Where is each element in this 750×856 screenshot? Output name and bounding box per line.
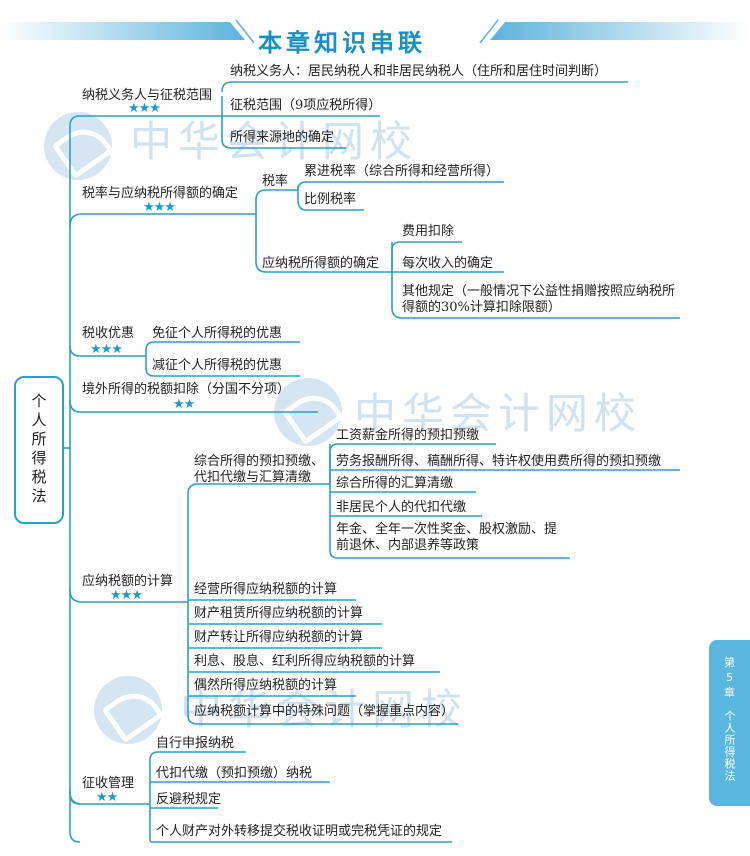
leaf-node: 比例税率 [304,192,357,207]
chapter-prefix: 第 [724,656,735,669]
banner-decoration [0,19,750,44]
branch-label: 境外所得的税额扣除（分国不分项） [82,382,291,397]
leaf-node: 年金、全年一次性奖金、股权激励、提前退休、内部退养等政策 [336,522,558,553]
page-title: 本章知识串联 [258,29,426,57]
leaf-node: 财产转让所得应纳税额的计算 [194,630,364,645]
leaf-node: 偶然所得应纳税额的计算 [194,678,338,693]
importance-stars: ★★★ [143,200,176,215]
sub-branch-label: 应纳税所得额的确定 [262,256,380,271]
leaf-node: 经营所得应纳税额的计算 [194,582,338,597]
watermark-logo-icon [94,676,162,744]
chapter-number: 5 [726,671,733,684]
leaf-node: 征税范围（9项应税所得） [230,98,382,113]
watermark-logo-icon [44,112,112,180]
leaf-node: 所得来源地的确定 [230,130,335,145]
leaf-node: 纳税义务人：居民纳税人和非居民纳税人（住所和居住时间判断） [230,64,608,79]
importance-stars: ★★★ [110,588,143,603]
branch-label: 税收优惠 [82,326,135,341]
root-node: 个人所得税法 [14,376,64,524]
leaf-node: 工资薪金所得的预扣预缴 [336,428,480,443]
branch-label: 税率与应纳税所得额的确定 [82,186,239,201]
leaf-node: 其他规定（一般情况下公益性捐赠按照应纳税所得额的30%计算扣除限额） [402,284,676,315]
leaf-node: 综合所得的汇算清缴 [336,476,454,491]
chapter-side-tab: 第 5 章 个人所得税法 [709,640,750,806]
watermark-text: 中华会计网校 [354,389,643,438]
branch-label: 纳税义务人与征税范围 [82,88,213,103]
leaf-node: 应纳税额计算中的特殊问题（掌握重点内容） [194,704,455,719]
leaf-node: 劳务报酬所得、稿酬所得、特许权使用费所得的预扣预缴 [336,454,662,469]
root-label: 个人所得税法 [29,393,48,507]
importance-stars: ★★★ [128,101,161,116]
importance-stars: ★★★ [90,342,123,357]
chapter-title-banner: 本章知识串联 [0,10,750,57]
leaf-node: 自行申报纳税 [156,736,235,751]
sub-branch-label: 税率 [262,174,289,189]
leaf-node: 减征个人所得税的优惠 [152,358,283,373]
leaf-node: 累进税率（综合所得和经营所得） [304,164,500,179]
sub-branch-label: 综合所得的预扣预缴、代扣代缴与汇算清缴 [194,454,325,485]
leaf-node: 个人财产对外转移提交税收证明或完税凭证的规定 [156,824,443,839]
leaf-node: 每次收入的确定 [402,256,494,271]
chapter-title: 个人所得税法 [723,710,736,782]
leaf-node: 财产租赁所得应纳税额的计算 [194,606,364,621]
watermark-text: 中华会计网校 [130,117,419,166]
branch-label: 应纳税额的计算 [82,574,174,589]
leaf-node: 费用扣除 [402,224,455,239]
leaf-node: 代扣代缴（预扣预缴）纳税 [156,766,313,781]
watermark-text: 中华会计网校 [180,685,469,734]
leaf-node: 反避税规定 [156,792,222,807]
importance-stars: ★★ [173,397,195,412]
chapter-suffix: 章 [724,686,735,699]
branch-label: 征收管理 [82,776,135,791]
importance-stars: ★★ [96,790,118,805]
leaf-node: 免征个人所得税的优惠 [152,326,283,341]
leaf-node: 利息、股息、红利所得应纳税额的计算 [194,654,416,669]
leaf-node: 非居民个人的代扣代缴 [336,500,467,515]
